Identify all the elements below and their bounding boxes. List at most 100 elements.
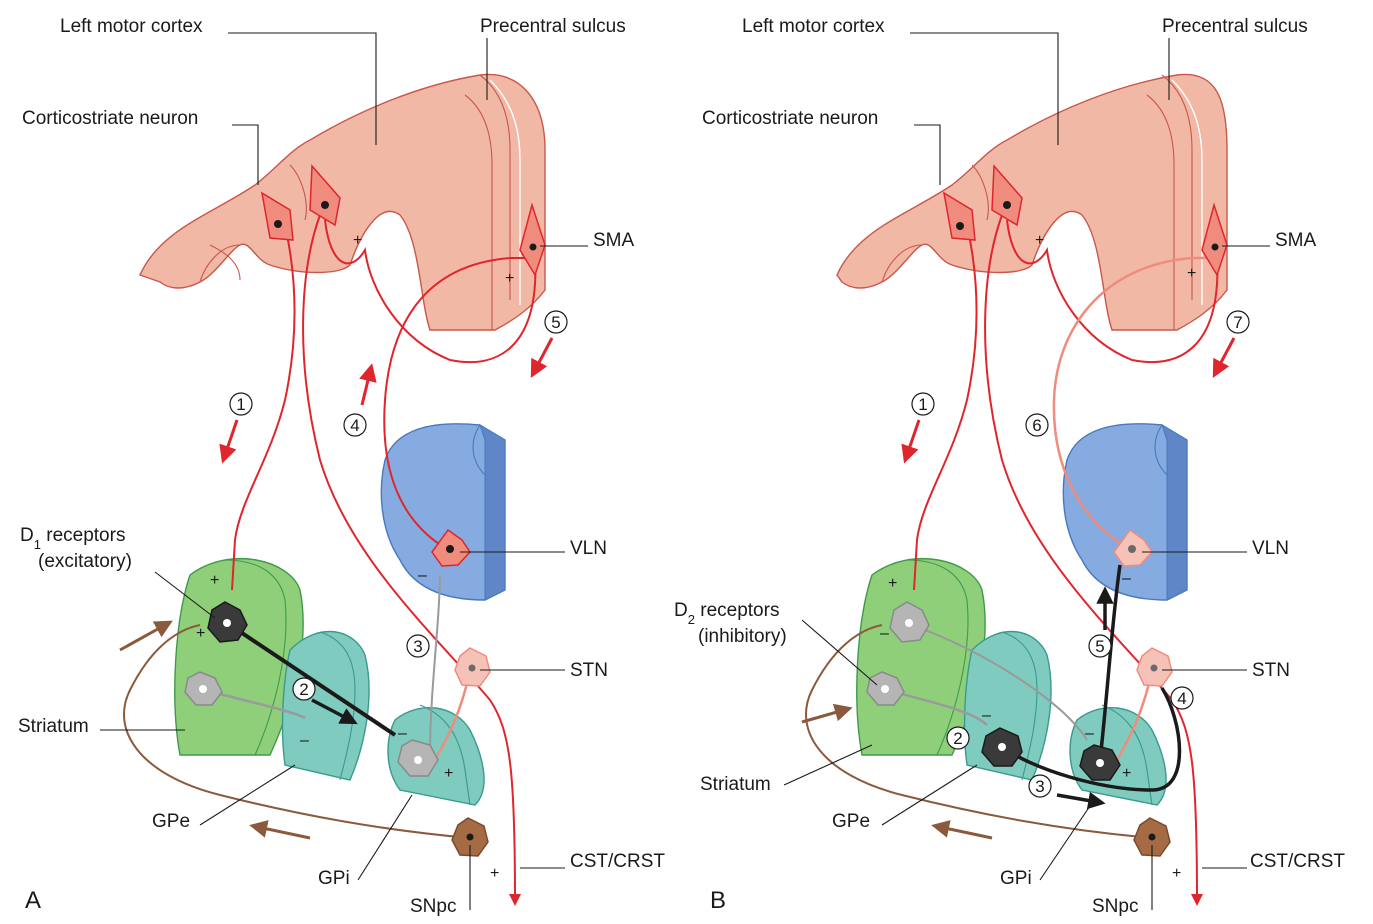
arrow-step1 bbox=[901, 419, 921, 464]
label-snpc: SNpc bbox=[1092, 896, 1138, 917]
label-precentral-sulcus: Precentral sulcus bbox=[1162, 16, 1308, 37]
plus-sign: + bbox=[490, 865, 499, 882]
stn-neuron-a bbox=[454, 647, 491, 687]
label-excitatory: (excitatory) bbox=[38, 551, 132, 572]
label-snpc: SNpc bbox=[410, 896, 456, 917]
label-vln: VLN bbox=[1252, 538, 1289, 559]
step-markers-b: 1 2 3 4 5 6 7 bbox=[911, 310, 1250, 798]
plus-sign: + bbox=[196, 625, 205, 642]
signs-b: + + + – – – – + + bbox=[880, 232, 1196, 882]
step-7-marker: 7 bbox=[1226, 310, 1250, 334]
gpi-neuron-b bbox=[1079, 744, 1121, 781]
label-cst-crst: CST/CRST bbox=[570, 851, 665, 872]
svg-text:6: 6 bbox=[1032, 416, 1041, 435]
label-left-motor-cortex: Left motor cortex bbox=[742, 16, 885, 37]
step-5-marker: 5 bbox=[1088, 634, 1112, 658]
pathway-lines-b bbox=[805, 214, 1219, 906]
minus-sign: – bbox=[398, 725, 407, 742]
panel-a: + + + + – – – + + 1 2 3 4 5 bbox=[18, 16, 665, 917]
step-6-marker: 6 bbox=[1025, 413, 1049, 437]
vln-shape bbox=[1062, 423, 1188, 601]
label-gpi: GPi bbox=[318, 868, 350, 889]
svg-text:5: 5 bbox=[1095, 637, 1104, 656]
arrow-step7 bbox=[1212, 337, 1236, 378]
sma-neuron-a bbox=[519, 202, 546, 277]
label-corticostriate-neuron: Corticostriate neuron bbox=[702, 108, 878, 129]
direction-arrows-a bbox=[119, 337, 554, 840]
svg-text:2: 2 bbox=[299, 680, 308, 699]
minus-sign: – bbox=[880, 625, 889, 642]
label-striatum: Striatum bbox=[18, 716, 89, 737]
svg-text:3: 3 bbox=[1035, 777, 1044, 796]
neurons-a bbox=[184, 164, 546, 857]
signs-a: + + + + – – – + + bbox=[196, 232, 514, 882]
sma-neuron-b bbox=[1201, 202, 1228, 277]
cortical-neuron-2-b bbox=[991, 164, 1023, 227]
step-5-marker: 5 bbox=[544, 310, 568, 334]
arrow-brown-out bbox=[931, 820, 993, 840]
label-d2-receptors: D2 receptors bbox=[674, 600, 779, 627]
svg-text:7: 7 bbox=[1233, 313, 1242, 332]
label-corticostriate-neuron: Corticostriate neuron bbox=[22, 108, 198, 129]
plus-sign: + bbox=[1172, 865, 1181, 882]
vln-neuron-b bbox=[1113, 528, 1153, 567]
label-cst-crst: CST/CRST bbox=[1250, 851, 1345, 872]
snpc-neuron-b bbox=[1133, 817, 1171, 857]
label-sma: SMA bbox=[593, 230, 635, 251]
panel-letter-a: A bbox=[25, 887, 41, 914]
motor-cortex-shape bbox=[139, 73, 546, 331]
striatum-upper-neuron-b bbox=[889, 601, 930, 643]
arrow-step2 bbox=[311, 698, 358, 725]
corticostriate-neuron-b bbox=[942, 191, 976, 241]
striatum-gray-neuron-a bbox=[184, 671, 223, 706]
arrow-step4 bbox=[359, 363, 377, 406]
minus-sign: – bbox=[418, 567, 427, 584]
label-vln: VLN bbox=[570, 538, 607, 559]
pathway-lines-a bbox=[123, 214, 537, 906]
step-1-marker: 1 bbox=[229, 392, 253, 416]
vln-neuron-a bbox=[431, 528, 471, 567]
label-gpe: GPe bbox=[832, 811, 870, 832]
minus-sign: – bbox=[1122, 570, 1131, 587]
gpe-neuron-b bbox=[981, 727, 1023, 767]
minus-sign: – bbox=[982, 707, 991, 724]
panel-b: + + + – – – – + + 1 2 3 4 5 6 7 bbox=[674, 16, 1345, 917]
label-left-motor-cortex: Left motor cortex bbox=[60, 16, 203, 37]
plus-sign: + bbox=[210, 572, 219, 589]
step-4-marker: 4 bbox=[1170, 686, 1194, 710]
step-2-marker: 2 bbox=[946, 726, 970, 750]
minus-sign: – bbox=[300, 732, 309, 749]
step-markers-a: 1 2 3 4 5 bbox=[229, 310, 568, 701]
label-striatum: Striatum bbox=[700, 774, 771, 795]
plus-sign: + bbox=[353, 232, 362, 249]
label-d1-receptors: D1 receptors bbox=[20, 525, 125, 552]
label-gpe: GPe bbox=[152, 811, 190, 832]
label-inhibitory: (inhibitory) bbox=[698, 626, 787, 647]
leader-lines-b bbox=[783, 32, 1270, 910]
step-1-marker: 1 bbox=[911, 392, 935, 416]
striatum-d2-neuron-b bbox=[866, 671, 905, 706]
minus-sign: – bbox=[1085, 725, 1094, 742]
leader-lines-a bbox=[100, 32, 588, 910]
corticostriate-neuron-a bbox=[260, 191, 294, 241]
arrow-step3 bbox=[1056, 791, 1106, 810]
arrow-brown-out bbox=[249, 820, 311, 840]
arrow-step5 bbox=[530, 337, 554, 378]
step-3-marker: 3 bbox=[1028, 774, 1052, 798]
svg-text:2: 2 bbox=[953, 729, 962, 748]
neurons-b bbox=[866, 164, 1228, 857]
direction-arrows-b bbox=[801, 337, 1236, 840]
label-precentral-sulcus: Precentral sulcus bbox=[480, 16, 626, 37]
label-sma: SMA bbox=[1275, 230, 1317, 251]
arrow-brown-in bbox=[801, 703, 853, 724]
snpc-neuron-a bbox=[451, 817, 489, 857]
plus-sign: + bbox=[1035, 232, 1044, 249]
plus-sign: + bbox=[1122, 765, 1131, 782]
arrow-step1 bbox=[219, 419, 239, 464]
svg-text:3: 3 bbox=[413, 637, 422, 656]
step-2-marker: 2 bbox=[292, 677, 316, 701]
plus-sign: + bbox=[888, 575, 897, 592]
svg-text:4: 4 bbox=[1177, 689, 1186, 708]
gpi-neuron-a bbox=[397, 739, 439, 777]
striatum-d1-neuron-a bbox=[207, 601, 248, 643]
